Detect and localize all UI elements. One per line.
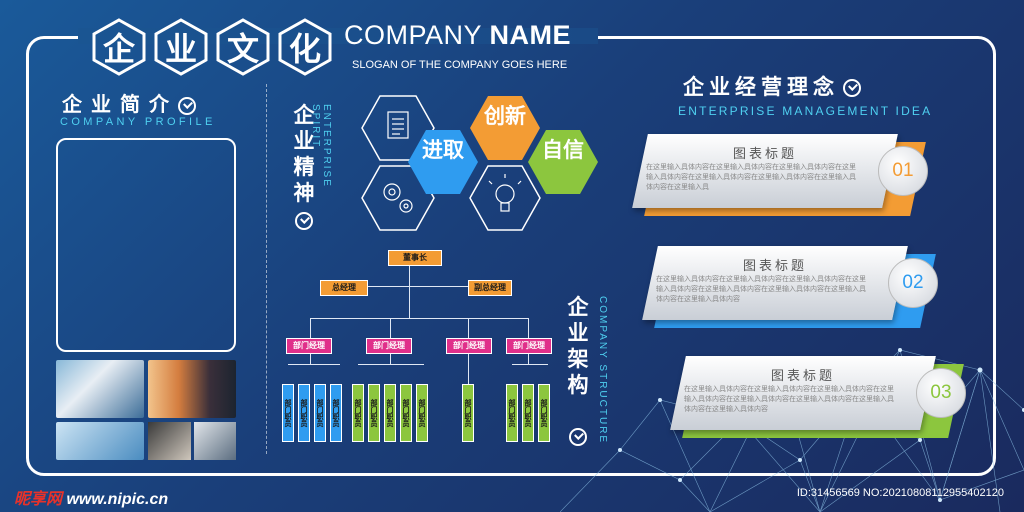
title-hex: 文 [214, 18, 272, 76]
company-name: COMPANY NAME [344, 20, 571, 51]
spirit-hexagons: 进取 创新 自信 [342, 94, 612, 234]
image-id: ID:31456569 NO:20210808112955402120 [796, 487, 1004, 499]
spirit-title: 企业精神 [293, 103, 315, 205]
gears-icon [383, 183, 413, 213]
org-staff: 部门职员 [400, 384, 412, 442]
org-staff: 部门职员 [416, 384, 428, 442]
management-title-text: 企业经营理念 [683, 75, 839, 99]
org-department-manager: 部门经理 [446, 338, 492, 354]
org-staff: 部门职员 [506, 384, 518, 442]
photo-grid [56, 360, 236, 460]
card-text: 在这里输入具体内容在这里输入具体内容在这里输入具体内容在这里输入具体内容在这里输… [684, 385, 894, 413]
title-char: 文 [226, 30, 259, 68]
idea-card-1: 图表标题 在这里输入具体内容在这里输入具体内容在这里输入具体内容在这里输入具体内… [626, 134, 946, 216]
management-subtitle: ENTERPRISE MANAGEMENT IDEA [678, 104, 933, 118]
management-title: 企业经营理念 [683, 71, 861, 101]
card-title: 图表标题 [732, 147, 797, 162]
org-department-manager: 部门经理 [366, 338, 412, 354]
org-staff: 部门职员 [538, 384, 550, 442]
company-slogan: SLOGAN OF THE COMPANY GOES HERE [352, 59, 568, 71]
card-text: 在这里输入具体内容在这里输入具体内容在这里输入具体内容在这里输入具体内容在这里输… [646, 163, 856, 191]
org-staff: 部门职员 [352, 384, 364, 442]
structure-subtitle: COMPANY STRUCTURE [597, 296, 608, 445]
org-staff: 部门职员 [282, 384, 294, 442]
spirit-value-jinqu: 进取 [422, 138, 464, 162]
check-circle-icon [569, 428, 587, 446]
title-hex: 化 [276, 18, 334, 76]
org-staff: 部门职员 [368, 384, 380, 442]
spirit-subtitle: ENTERPRISE SPIRIT [310, 104, 332, 188]
section-divider [266, 84, 267, 454]
document-icon [387, 111, 409, 139]
structure-title: 企业架构 [567, 295, 589, 397]
spirit-value-chuangxin: 创新 [484, 104, 526, 128]
intro-subtitle: COMPANY PROFILE [60, 116, 216, 128]
org-staff: 部门职员 [522, 384, 534, 442]
check-circle-icon [178, 96, 196, 115]
card-number: 03 [916, 368, 966, 418]
idea-card-2: 图表标题 在这里输入具体内容在这里输入具体内容在这里输入具体内容在这里输入具体内… [636, 246, 956, 328]
photo-office [56, 422, 144, 460]
title-hex: 企 [90, 18, 148, 76]
company-name-light: COMPANY [344, 20, 482, 50]
org-staff: 部门职员 [384, 384, 396, 442]
photo-meeting [148, 422, 236, 460]
org-staff: 部门职员 [298, 384, 310, 442]
org-chart: 董事长 总经理 副总经理 部门经理 部门经理 部门经理 部门经理 部门职员 部门… [276, 246, 560, 456]
card-number: 02 [888, 258, 938, 308]
title-hex: 业 [152, 18, 210, 76]
title-char: 业 [164, 30, 197, 68]
watermark-logo: 昵享网 [14, 491, 63, 508]
org-deputy-manager: 副总经理 [468, 280, 512, 296]
title-char: 企 [102, 30, 135, 68]
company-name-bold: NAME [489, 20, 572, 50]
check-circle-icon [843, 79, 861, 97]
check-circle-icon [295, 212, 313, 230]
org-department-manager: 部门经理 [286, 338, 332, 354]
org-staff: 部门职员 [330, 384, 342, 442]
watermark: 昵享网 www.nipic.cn [14, 485, 168, 509]
card-title: 图表标题 [770, 369, 835, 384]
org-chairman: 董事长 [388, 250, 442, 266]
org-staff: 部门职员 [462, 384, 474, 442]
photo-tablet [56, 360, 144, 418]
watermark-url: www.nipic.cn [66, 491, 169, 508]
intro-title-text: 企业简介 [62, 92, 178, 116]
intro-content-box [56, 138, 236, 352]
org-staff: 部门职员 [314, 384, 326, 442]
card-number: 01 [878, 146, 928, 196]
title-hexagons: 企 业 文 化 [90, 18, 334, 76]
photo-handshake [148, 360, 236, 418]
org-general-manager: 总经理 [320, 280, 368, 296]
frame-title-gap [78, 28, 598, 44]
card-text: 在这里输入具体内容在这里输入具体内容在这里输入具体内容在这里输入具体内容在这里输… [656, 275, 866, 303]
lightbulb-icon [488, 174, 522, 212]
title-char: 化 [288, 30, 321, 68]
spirit-value-zixin: 自信 [542, 138, 584, 162]
idea-card-3: 图表标题 在这里输入具体内容在这里输入具体内容在这里输入具体内容在这里输入具体内… [664, 356, 984, 438]
intro-title: 企业简介 [62, 88, 196, 117]
hexagon-cluster [361, 95, 598, 231]
org-department-manager: 部门经理 [506, 338, 552, 354]
card-title: 图表标题 [742, 259, 807, 274]
